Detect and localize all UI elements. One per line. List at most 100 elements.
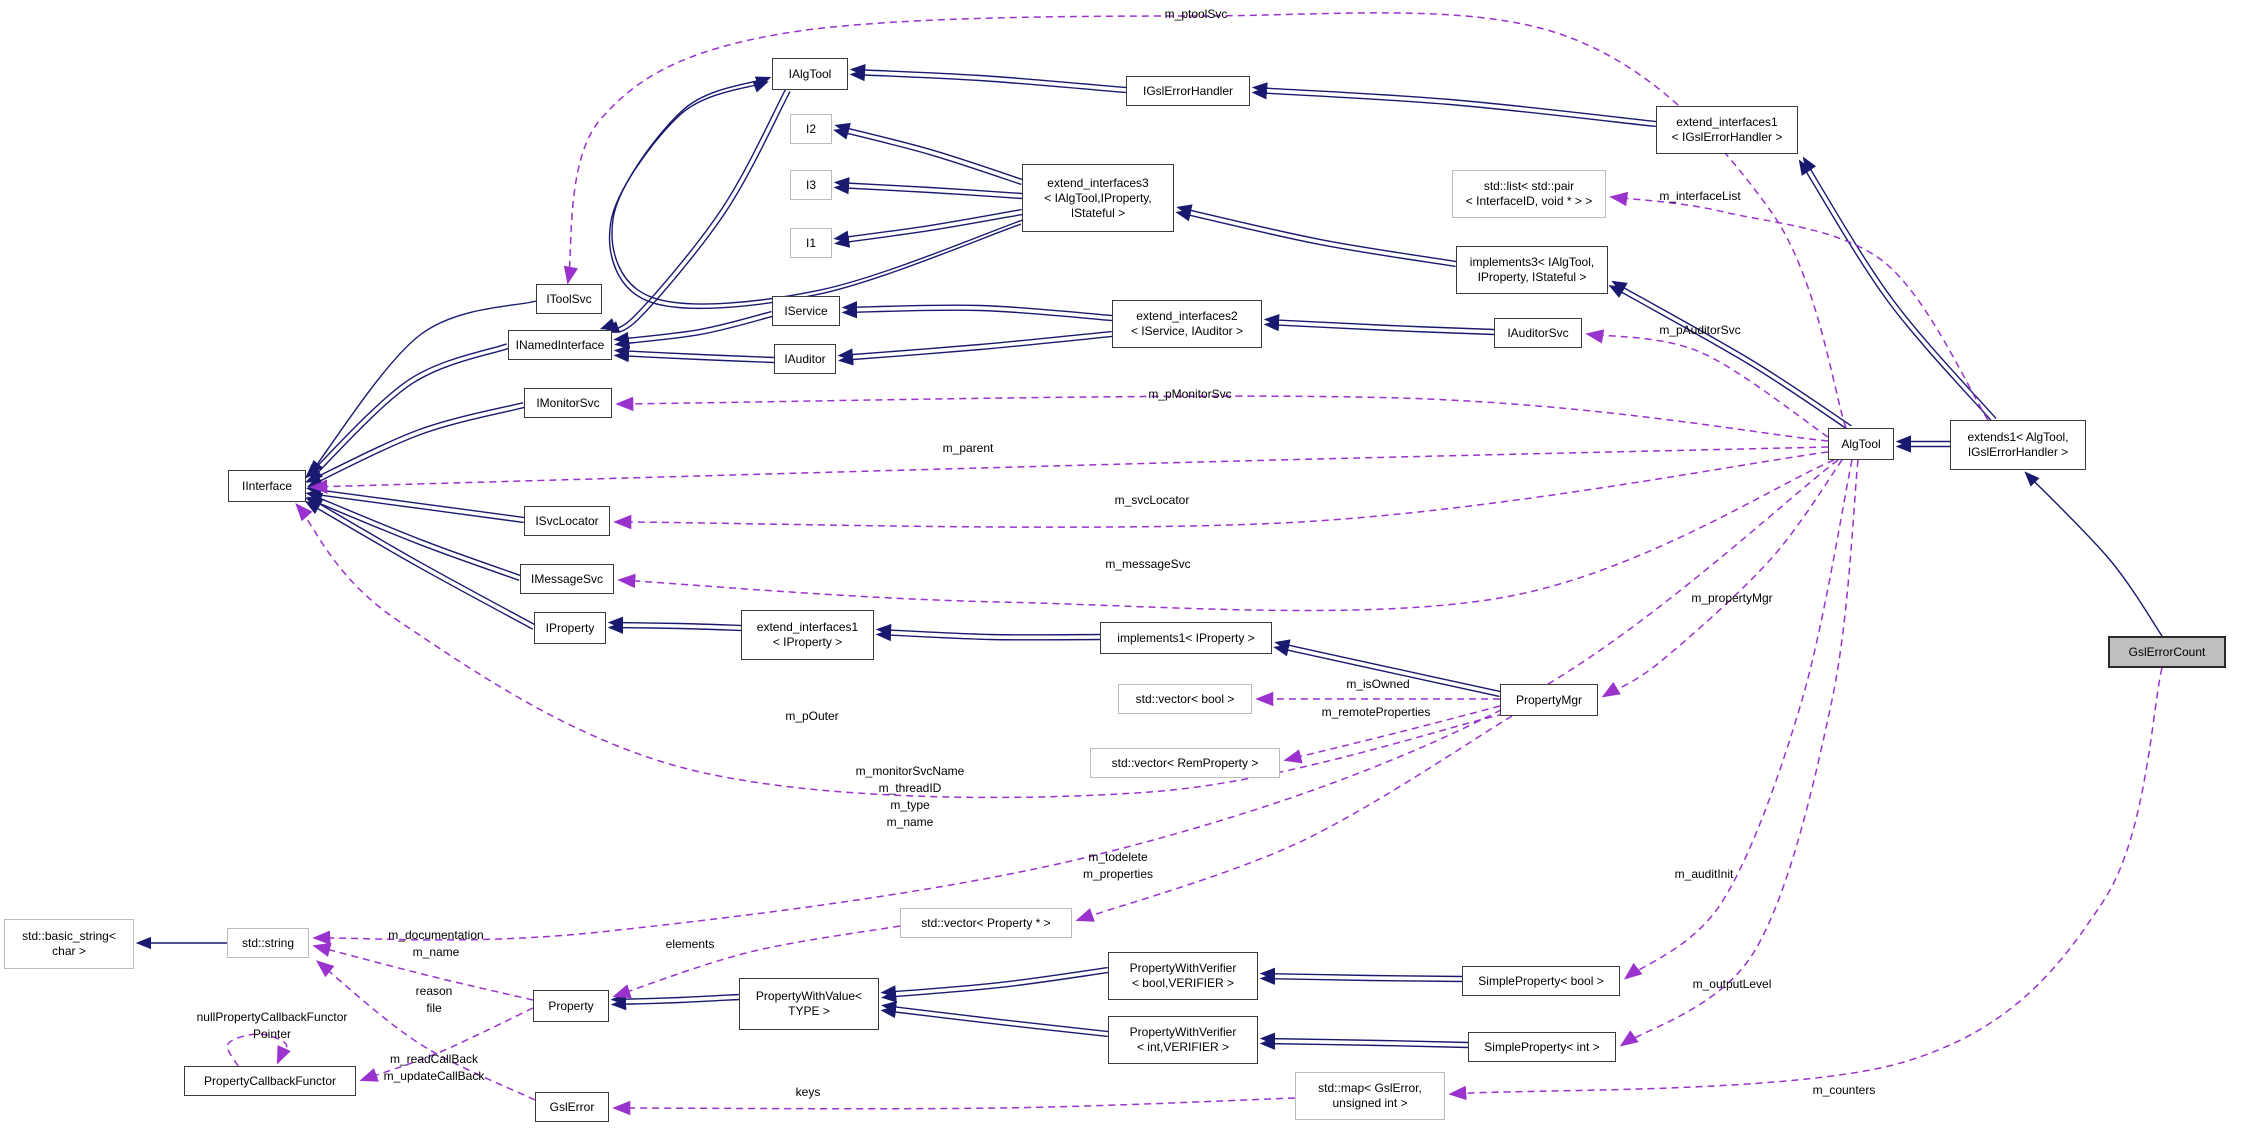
edge-IAuditorSvc-to-ext2 [1263,313,1495,331]
edge-impl1-to-ext1_prop [875,623,1101,637]
node-label: < int,VERIFIER > [1136,1040,1230,1054]
edge-pv_bool-to-pwv [880,966,1108,998]
edge-label-line: elements [665,936,715,951]
node-label: IStateful > [1070,205,1126,220]
node-label: INamedInterface [515,337,605,352]
edge-ext2-to-IService [841,306,1112,322]
node-pcf[interactable]: PropertyCallbackFunctor [184,1066,356,1096]
edge-label-line: m_todelete [1088,850,1148,864]
edge-label-line: m_auditInit [1674,866,1734,881]
edge-label-l_ptoolSvc: m_ptoolSvc [1165,6,1228,23]
node-label: IToolSvc [546,291,592,306]
edge-AlgTool-to-IInterface [309,446,1829,494]
node-label: implements1< IProperty > [1117,630,1255,645]
edge-AlgTool-to-sp_bool [1623,459,1853,980]
node-AlgTool[interactable]: AlgTool [1828,428,1894,460]
node-IAuditor[interactable]: IAuditor [774,344,836,374]
edge-extends1-to-ext1_gsl [1802,156,1997,419]
node-IAuditorSvc[interactable]: IAuditorSvc [1494,318,1582,348]
node-extends1[interactable]: extends1< AlgTool,IGslErrorHandler > [1950,420,2086,470]
edge-PropertyMgr-to-stdvec_rem [1283,705,1501,764]
node-IMessageSvc[interactable]: IMessageSvc [520,564,614,594]
node-ext2[interactable]: extend_interfaces2< IService, IAuditor > [1112,300,1262,348]
node-label: implements3< IAlgTool, [1469,255,1595,269]
node-ext1_gsl[interactable]: extend_interfaces1< IGslErrorHandler > [1656,106,1798,154]
node-pv_int[interactable]: PropertyWithVerifier< int,VERIFIER > [1108,1016,1258,1064]
edge-pcf-to-pcf [226,1033,291,1067]
node-label: TYPE > [788,1004,830,1018]
edge-label-line: m_threadID [878,781,942,795]
edge-label-line: reason [415,984,453,998]
edge-IAlgTool-to-INamedInterface [599,88,787,330]
node-label: std::vector< RemProperty > [1111,755,1259,770]
node-IProperty[interactable]: IProperty [534,612,606,644]
edge-label-line: m_parent [942,440,994,455]
node-IGslErrorHandler[interactable]: IGslErrorHandler [1126,76,1250,106]
edge-ext1_gsl-to-IGslErrorHandler [1251,82,1657,123]
node-ext3[interactable]: extend_interfaces3< IAlgTool,IProperty,I… [1022,164,1174,232]
edge-label-l_pOuter: m_pOuter [785,708,838,725]
edge-label-l_interfaceList: m_interfaceList [1659,188,1740,205]
node-GslError[interactable]: GslError [535,1092,609,1122]
edge-label-line: nullPropertyCallbackFunctor [196,1010,348,1024]
edge-AlgTool-to-IToolSvc [563,12,1847,429]
node-INamedInterface[interactable]: INamedInterface [508,330,612,360]
node-label: PropertyWithValue< [755,989,863,1003]
edge-PropertyMgr-to-IInterface [295,502,1505,799]
node-IService[interactable]: IService [772,296,840,326]
node-Property[interactable]: Property [533,990,609,1022]
node-label: IAuditor [784,351,826,366]
edge-ext3-to-I1 [833,208,1022,243]
edge-impl1-to-ext1_prop [875,628,1100,642]
node-label: SimpleProperty< int > [1484,1039,1600,1054]
node-IAlgTool[interactable]: IAlgTool [772,58,848,90]
node-pv_bool[interactable]: PropertyWithVerifier< bool,VERIFIER > [1108,952,1258,1000]
edge-GslError-to-stdstring [315,960,536,1101]
edge-ext3-to-I2 [834,122,1023,181]
edge-label-line: m_remoteProperties [1321,704,1431,719]
node-label: IProperty [545,620,595,635]
edge-pwv-to-Property [610,992,739,1006]
edge-AlgTool-to-ISvcLocator [613,451,1829,530]
edge-label-line: m_outputLevel [1692,976,1772,991]
node-sp_int[interactable]: SimpleProperty< int > [1468,1032,1616,1062]
node-label: std::map< GslError, [1318,1081,1422,1095]
edge-stdmap-to-GslError [612,1097,1296,1116]
edge-label-l_auditInit: m_auditInit [1675,866,1734,883]
edge-extends1-to-stdlist [1609,191,1989,421]
node-label: std::list< std::pair [1483,179,1575,193]
edge-ext1_gsl-to-IGslErrorHandler [1251,87,1656,128]
node-ISvcLocator[interactable]: ISvcLocator [524,506,610,536]
edge-label-l_pAuditorSvc: m_pAuditorSvc [1659,322,1740,339]
edge-label-l_outputLevel: m_outputLevel [1693,976,1772,993]
edge-label-line: m_pAuditorSvc [1659,322,1741,337]
node-basicstring: std::basic_string<char > [4,919,134,969]
node-ext1_prop[interactable]: extend_interfaces1< IProperty > [741,610,874,660]
node-label: extend_interfaces3 [1047,175,1149,190]
node-pwv[interactable]: PropertyWithValue<TYPE > [739,978,879,1030]
node-IToolSvc[interactable]: IToolSvc [536,284,602,314]
node-label: < IService, IAuditor > [1130,324,1244,338]
node-sp_bool[interactable]: SimpleProperty< bool > [1462,966,1620,996]
edge-PropertyMgr-to-impl1 [1274,639,1501,693]
node-label: PropertyWithVerifier [1129,961,1237,975]
node-stdmap: std::map< GslError,unsigned int > [1295,1072,1445,1120]
edge-label-line: m_isOwned [1346,676,1410,691]
edge-label-line: m_interfaceList [1659,188,1741,203]
edge-extends1-to-ext1_gsl [1798,159,1993,422]
edge-PropertyMgr-to-impl1 [1273,644,1500,698]
node-IInterface[interactable]: IInterface [228,470,306,502]
node-label: extend_interfaces1 [1676,115,1778,129]
node-IMonitorSvc[interactable]: IMonitorSvc [524,388,612,418]
edge-ext2-to-IAuditor [837,330,1112,361]
node-impl1[interactable]: implements1< IProperty > [1100,622,1272,654]
edge-sp_int-to-pv_int [1259,1037,1468,1050]
node-PropertyMgr[interactable]: PropertyMgr [1500,684,1598,716]
edge-label-line: file [426,1001,442,1015]
node-impl3[interactable]: implements3< IAlgTool,IProperty, IStatef… [1456,246,1608,294]
edge-label-l_parent: m_parent [943,440,994,457]
edge-IMessageSvc-to-IInterface [306,492,522,577]
